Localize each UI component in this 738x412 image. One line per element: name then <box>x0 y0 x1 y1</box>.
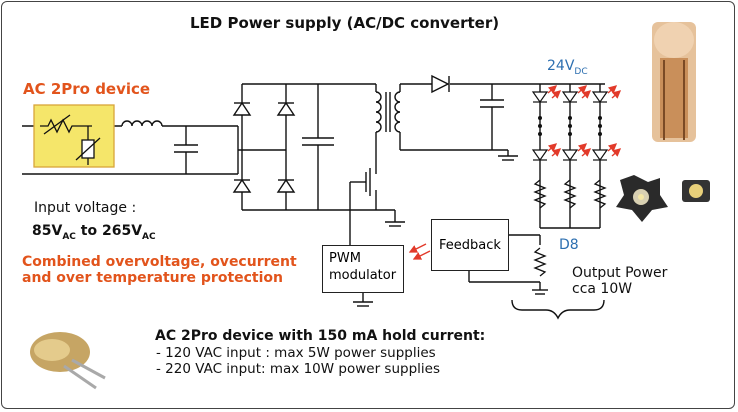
device-label: AC 2Pro device <box>23 80 151 98</box>
pwm-modulator-block: PWM modulator <box>322 245 404 293</box>
diagram-title: LED Power supply (AC/DC converter) <box>190 14 500 32</box>
smd-led-photo <box>682 180 710 202</box>
ac2pro-device-box <box>33 104 115 168</box>
output-brace <box>511 299 605 320</box>
feedback-label: Feedback <box>439 237 501 253</box>
led-resistors <box>533 179 607 277</box>
bridge-diodes <box>232 101 296 193</box>
input-inductor <box>121 120 163 127</box>
output-power-label: Output Power cca 10W <box>572 265 668 297</box>
input-voltage-range: 85VAC to 265VAC <box>32 223 156 242</box>
hold-line-220vac: - 220 VAC input: max 10W power supplies <box>156 361 440 377</box>
output-diode <box>431 74 450 94</box>
hold-current-title: AC 2Pro device with 150 mA hold current: <box>155 328 486 344</box>
hold-line-120vac: - 120 VAC input : max 5W power supplies <box>156 345 436 361</box>
led-array <box>531 91 609 162</box>
output-voltage-label: 24VDC <box>547 58 588 77</box>
transformer-primary <box>375 91 382 133</box>
led-component-photo <box>652 22 696 142</box>
ac2pro-device-photo <box>30 332 106 390</box>
power-led-star-photo <box>616 175 668 222</box>
feedback-block: Feedback <box>431 219 509 271</box>
protection-text: Combined overvoltage, ovecurrent and ove… <box>22 254 297 286</box>
input-voltage-label: Input voltage : <box>34 200 137 216</box>
d8-label: D8 <box>559 237 579 253</box>
transformer-secondary <box>394 91 401 133</box>
